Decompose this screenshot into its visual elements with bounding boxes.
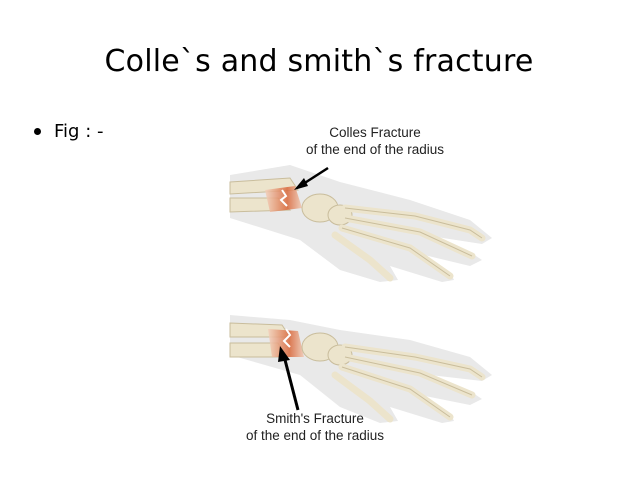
bullet-text: Fig : - xyxy=(54,121,104,142)
colles-caption-line2: of the end of the radius xyxy=(305,142,445,157)
smith-caption-line1: Smith's Fracture xyxy=(266,411,364,426)
colles-arrow-icon xyxy=(294,166,329,190)
slide-title: Colle`s and smith`s fracture xyxy=(104,44,534,79)
hand-fracture-illustration xyxy=(229,165,492,423)
colles-hand-icon xyxy=(229,165,492,282)
bullet-dot-icon xyxy=(34,128,41,135)
bullet-item: Fig : - xyxy=(34,121,103,142)
smith-arrow-icon xyxy=(278,346,300,411)
colles-caption-line1: Colles Fracture xyxy=(329,125,421,140)
smith-caption: Smith's Fracture of the end of the radiu… xyxy=(220,410,410,444)
fracture-figure: Colles Fracture of the end of the radius… xyxy=(220,120,510,460)
smith-caption-line2: of the end of the radius xyxy=(245,428,385,443)
smith-hand-icon xyxy=(229,315,492,423)
colles-caption: Colles Fracture of the end of the radius xyxy=(290,124,460,158)
